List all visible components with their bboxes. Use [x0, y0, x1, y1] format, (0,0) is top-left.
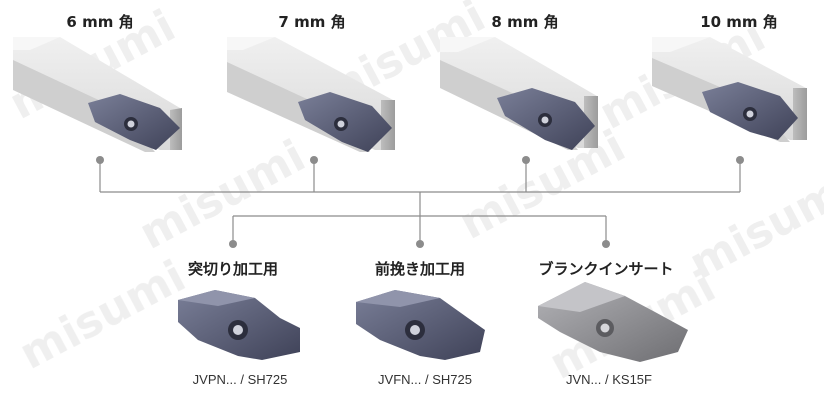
insert-label-cutoff: 突切り加工用	[187, 260, 278, 278]
insert-code-cutoff: JVPN... / SH725	[192, 372, 288, 387]
connector-dot	[602, 240, 610, 248]
connector-dot	[96, 156, 104, 164]
insert-on-8mm	[497, 88, 595, 150]
holder-10mm-image	[652, 37, 807, 142]
insert-blank-image	[538, 282, 688, 362]
connector-dot	[416, 240, 424, 248]
holder-6mm-image	[13, 37, 182, 152]
insert-on-10mm	[702, 82, 798, 140]
holder-label-10mm: 10 mm 角	[700, 13, 778, 31]
holder-7mm-image	[227, 37, 395, 152]
insert-cutoff-image	[178, 290, 300, 360]
holder-label-8mm: 8 mm 角	[491, 13, 559, 31]
holder-8mm-image	[440, 37, 598, 150]
insert-front-turning-image	[356, 290, 485, 360]
holder-label-6mm: 6 mm 角	[66, 13, 134, 31]
holder-label-7mm: 7 mm 角	[278, 13, 346, 31]
connector-dot	[736, 156, 744, 164]
insert-label-blank: ブランクインサート	[538, 260, 674, 278]
insert-code-front-turning: JVFN... / SH725	[378, 372, 472, 387]
connector-dot	[229, 240, 237, 248]
insert-code-blank: JVN... / KS15F	[566, 372, 652, 387]
connector-dot	[522, 156, 530, 164]
insert-on-7mm	[298, 92, 392, 152]
insert-label-front-turning: 前挽き加工用	[374, 260, 465, 278]
connector-dot	[310, 156, 318, 164]
insert-on-6mm	[88, 94, 180, 150]
